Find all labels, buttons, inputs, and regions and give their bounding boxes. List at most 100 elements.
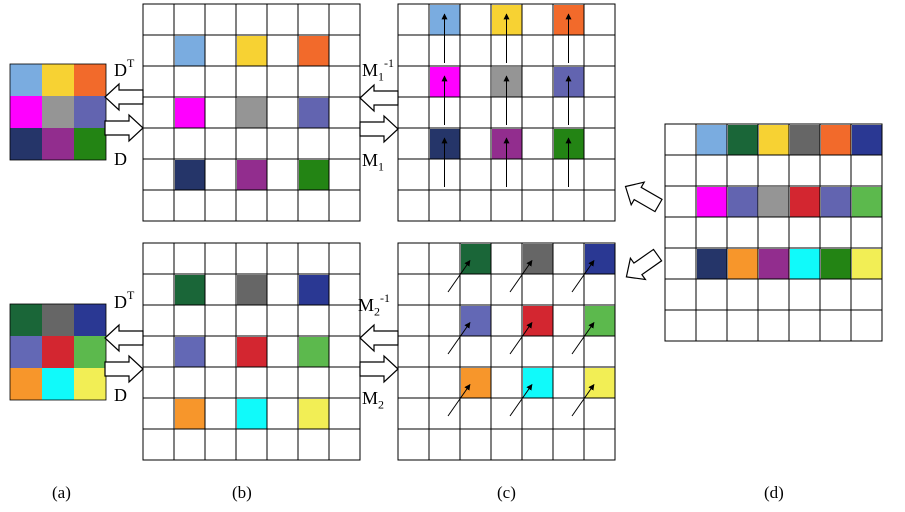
caption-a: (a): [52, 483, 71, 502]
block-a-bottom-cell: [42, 368, 74, 400]
arrow-m1-inverse: [359, 83, 399, 113]
block-a-top-cell: [10, 128, 42, 160]
shift-diagonal-arrow: [509, 322, 533, 355]
grid-d-cell: [790, 125, 820, 155]
grid-d-cell: [759, 249, 789, 279]
grid-b-top-cell: [237, 36, 267, 66]
grid-b-bottom-cell: [237, 399, 267, 429]
grid-c-bottom-cell: [585, 244, 615, 274]
block-a-top-cell: [42, 128, 74, 160]
grid-b-bottom-cell: [299, 399, 329, 429]
m2-label: M2: [362, 388, 385, 412]
arrow-m2-inverse: [359, 323, 399, 353]
grid-d-cell: [852, 187, 882, 217]
block-a-top-cell: [42, 96, 74, 128]
grid-c-bottom-cell: [585, 368, 615, 398]
grid-d-cell: [790, 187, 820, 217]
grid-b-bottom-cell: [175, 275, 205, 305]
grid-c-bottom-cell: [523, 306, 553, 336]
grid-d-cell: [697, 125, 727, 155]
shift-diagonal-arrow: [571, 322, 595, 355]
grid-d-cell: [821, 187, 851, 217]
block-a-top-cell: [74, 64, 106, 96]
grid-d-cell: [759, 125, 789, 155]
caption-c: (c): [497, 483, 516, 502]
block-a-top-border: [9, 63, 107, 161]
grid-d-cell: [697, 187, 727, 217]
grid-d-cell: [728, 187, 758, 217]
arrow-m1: [359, 114, 399, 144]
shift-diagonal-arrow: [447, 384, 471, 417]
shift-diagonal-arrow: [509, 260, 533, 293]
grid-b-top-cell: [299, 36, 329, 66]
grid-d-cell: [728, 249, 758, 279]
grid-b-bottom-cell: [299, 337, 329, 367]
grid-d-cell: [728, 125, 758, 155]
m1-inverse-label: M1-1: [362, 56, 395, 84]
arrow-merge-top: [624, 181, 663, 213]
dt-label-top: DT: [114, 56, 135, 80]
grid-b-bottom-cell: [175, 337, 205, 367]
grid-b-bottom-cell: [175, 399, 205, 429]
block-a-bottom-cell: [74, 368, 106, 400]
block-a-bottom-cell: [74, 336, 106, 368]
m2-inverse-label: M2-1: [358, 291, 391, 319]
arrow-merge-bottom: [625, 248, 663, 281]
grid-d-cell: [759, 187, 789, 217]
grid-c-bottom-cell: [585, 306, 615, 336]
grid-c-bottom-border: [397, 242, 616, 461]
grid-b-bottom-cell: [237, 337, 267, 367]
shift-diagonal-arrow: [447, 322, 471, 355]
grid-b-top-cell: [299, 98, 329, 128]
block-a-bottom-cell: [10, 336, 42, 368]
grid-b-top-cell: [237, 160, 267, 190]
arrow-dt-bottom: [104, 323, 144, 353]
grid-b-top-cell: [175, 36, 205, 66]
grid-c-bottom-cell: [461, 306, 491, 336]
arrow-d-bottom: [104, 354, 144, 384]
grid-b-bottom-cell: [299, 275, 329, 305]
shift-diagonal-arrow: [571, 260, 595, 293]
grid-b-bottom-border: [142, 242, 361, 461]
block-a-bottom-cell: [42, 336, 74, 368]
block-a-bottom-cell: [10, 368, 42, 400]
block-a-bottom-cell: [42, 304, 74, 336]
shift-diagonal-arrow: [509, 384, 533, 417]
grid-b-top-cell: [175, 160, 205, 190]
caption-b: (b): [232, 483, 252, 502]
block-a-top-cell: [10, 96, 42, 128]
grid-b-top-cell: [299, 160, 329, 190]
grid-b-bottom-cell: [237, 275, 267, 305]
grid-d-cell: [852, 249, 882, 279]
block-a-bottom-border: [9, 303, 107, 401]
grid-c-bottom-cell: [461, 244, 491, 274]
caption-d: (d): [764, 483, 784, 502]
grid-b-top-border: [142, 3, 361, 222]
grid-d-cell: [821, 125, 851, 155]
arrow-m2: [359, 354, 399, 384]
grid-d-cell: [852, 125, 882, 155]
shift-diagonal-arrow: [447, 260, 471, 293]
block-a-top-cell: [10, 64, 42, 96]
grid-d-cell: [790, 249, 820, 279]
grid-d-cell: [821, 249, 851, 279]
grid-b-top-cell: [175, 98, 205, 128]
block-a-bottom-cell: [74, 304, 106, 336]
d-label-bottom: D: [114, 385, 127, 405]
block-a-top-cell: [74, 96, 106, 128]
grid-d-border: [664, 123, 883, 342]
arrow-dt-top: [104, 82, 144, 112]
block-a-bottom-cell: [10, 304, 42, 336]
arrow-d-top: [104, 113, 144, 143]
block-a-top-cell: [74, 128, 106, 160]
dt-label-bottom: DT: [114, 288, 135, 312]
grid-d-cell: [697, 249, 727, 279]
grid-b-top-cell: [237, 98, 267, 128]
grid-c-top-border: [397, 3, 616, 222]
grid-c-bottom-cell: [461, 368, 491, 398]
shift-diagonal-arrow: [571, 384, 595, 417]
grid-c-bottom-cell: [523, 244, 553, 274]
m1-label: M1: [362, 150, 385, 174]
d-label-top: D: [114, 149, 127, 169]
